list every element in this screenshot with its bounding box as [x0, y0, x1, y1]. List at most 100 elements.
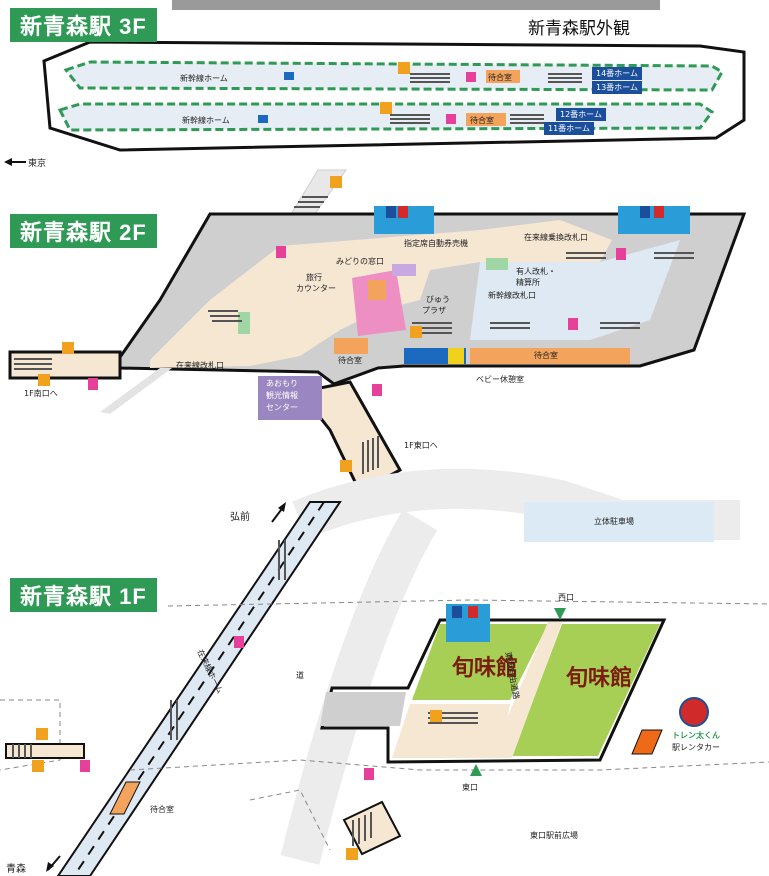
baby-room-label: ベビー休憩室	[476, 375, 524, 384]
stairs-3f-b	[548, 73, 582, 83]
rentacar-mascot-icon	[679, 697, 709, 727]
road-label: 道	[296, 671, 304, 680]
waiting-room-2f-left	[334, 338, 368, 354]
elevator-icon	[446, 114, 456, 124]
escalator-icon	[32, 760, 44, 772]
free-corridor-1f	[490, 622, 562, 758]
elevator-icon	[80, 760, 90, 772]
rail-2f-left	[100, 368, 172, 414]
elevator-icon	[88, 378, 98, 390]
rentacar-brand-label: トレン太くん	[672, 731, 720, 740]
elevator-icon	[466, 72, 476, 82]
shinkansen-gate-label: 新幹線改札口	[488, 291, 536, 300]
arrow-up-icon	[470, 764, 482, 776]
gate-2f-right	[486, 258, 508, 270]
shop-name-left: 旬味館	[452, 655, 519, 681]
shop-name-right: 旬味館	[566, 665, 633, 691]
floor-3f-badge: 新青森駅 3F	[10, 8, 157, 42]
travel-counter	[368, 280, 386, 300]
midori-window-label: みどりの窓口	[336, 257, 384, 266]
parking-label: 立体駐車場	[594, 517, 634, 526]
escalator-icon	[398, 62, 410, 74]
track-11-label: 11番ホーム	[544, 122, 594, 135]
shop-1f-right	[512, 624, 660, 756]
tokyo-direction-label: 東京	[28, 159, 47, 169]
transfer-gate-label: 在来線乗換改札口	[524, 233, 588, 242]
stairs-3f-a	[410, 73, 450, 83]
floor-1f-badge: 新青森駅 1F	[10, 578, 157, 612]
staffed-gate-label-2: 精算所	[516, 278, 540, 287]
info-icon	[284, 72, 294, 80]
exterior-photo-strip	[172, 0, 660, 10]
ticket-machine-label: 指定席自動券売機	[404, 239, 468, 248]
escalator-icon	[38, 374, 50, 386]
escalator-icon	[410, 326, 422, 338]
tourism-center-label-3: センター	[266, 403, 298, 412]
elevator-icon	[234, 636, 244, 648]
tourism-center-label-1: あおもり	[266, 379, 298, 388]
stairs-3f-d	[510, 114, 544, 124]
platform-3f-outline	[42, 40, 746, 152]
tourism-center	[258, 376, 322, 420]
south-exit-label: 1F南口へ	[24, 389, 58, 398]
waiting-room-1f	[109, 781, 141, 815]
elevator-icon	[616, 248, 626, 260]
rentacar-label: 駅レンタカー	[672, 743, 720, 752]
byu-plaza-label-2: プラザ	[422, 306, 446, 315]
waiting-room-label-2f-right: 待合室	[534, 351, 558, 360]
floor-2f-badge: 新青森駅 2F	[10, 214, 157, 248]
tourism-center-label-2: 観光情報	[266, 391, 298, 400]
east-exit-1f-label: 東口	[462, 783, 478, 792]
escalator-icon	[346, 848, 358, 860]
elevator-icon	[568, 318, 578, 330]
stairs-1f-left	[5, 743, 85, 759]
area-outline	[167, 599, 769, 607]
midori-window	[392, 264, 416, 276]
arrow-down-icon	[554, 608, 566, 620]
shop-1f-left	[412, 624, 548, 700]
travel-counter-label-2: カウンター	[296, 284, 336, 293]
east-plaza-label: 東口駅前広場	[530, 831, 578, 840]
track-14-label: 14番ホーム	[592, 67, 642, 80]
waiting-room-3f-b	[466, 113, 506, 126]
track-12-label: 12番ホーム	[556, 108, 606, 121]
track-13-label: 13番ホーム	[592, 81, 642, 94]
stairs-3f-c	[390, 114, 430, 124]
elevator-icon	[372, 384, 382, 396]
byu-plaza	[352, 270, 406, 336]
platform-label-upper: 新幹線ホーム	[180, 74, 228, 83]
waiting-room-2f-right	[470, 348, 630, 364]
shinkansen-area-2f	[470, 240, 680, 340]
waiting-room-label-3f-b: 待合室	[470, 116, 494, 125]
waiting-room-label-3f-a: 待合室	[488, 73, 512, 82]
escalator-icon	[380, 102, 392, 114]
exterior-caption: 新青森駅外観	[528, 19, 630, 39]
baby-room	[448, 348, 464, 364]
gate-2f-left	[238, 312, 250, 334]
west-exit-label: 西口	[558, 593, 574, 602]
waiting-room-3f-a	[486, 70, 520, 83]
platform-label-lower: 新幹線ホーム	[182, 116, 230, 125]
waiting-room-label-1f: 待合室	[150, 805, 174, 814]
escalator-icon	[36, 728, 48, 740]
railway-dashes	[73, 501, 325, 876]
elevator-icon	[276, 246, 286, 258]
east-exit-2f-label: 1F東口へ	[404, 441, 438, 450]
parking-structure	[524, 502, 714, 542]
escalator-icon	[62, 342, 74, 354]
gray-block-1f	[320, 692, 406, 726]
escalator-icon	[330, 176, 342, 188]
staffed-gate-label-1: 有人改札・	[516, 267, 556, 276]
elevator-icon	[364, 768, 374, 780]
travel-counter-label-1: 旅行	[306, 273, 322, 282]
zairai-gate-label: 在来線改札口	[176, 361, 224, 370]
aomori-direction-label: 青森	[6, 864, 26, 875]
info-icon	[258, 115, 268, 123]
byu-plaza-label-1: びゅう	[426, 295, 450, 304]
hirosaki-direction-label: 弘前	[230, 512, 250, 523]
escalator-icon	[430, 710, 442, 722]
escalator-icon	[340, 460, 352, 472]
rentacar-marker	[631, 729, 663, 755]
waiting-room-label-2f-left: 待合室	[338, 356, 362, 365]
